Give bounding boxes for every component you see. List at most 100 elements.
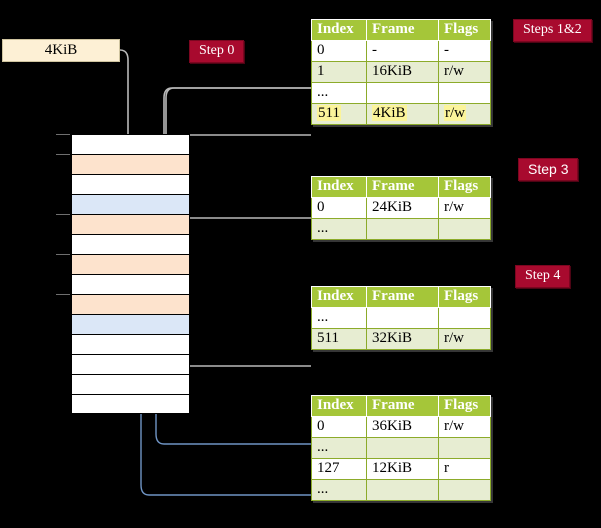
column-header-flags: Flags [438,286,491,308]
column-header-index: Index [311,395,367,417]
cell-frame [366,218,439,240]
memory-row-8 [56,294,190,314]
column-header-frame: Frame [366,176,439,198]
table-row: 0-- [311,40,491,62]
badge-step-4: Step 4 [515,265,571,289]
column-header-frame: Frame [366,19,439,41]
table-row: ... [311,82,491,104]
column-header-frame: Frame [366,286,439,308]
cell-index: ... [311,437,367,459]
memory-row-4 [56,214,190,234]
cell-flags [438,307,491,329]
table-row: ... [311,437,491,459]
cell-frame: 24KiB [366,197,439,219]
cell-index: 511 [311,328,367,350]
memory-row-tick [56,214,70,215]
cell-flags: r [438,458,491,480]
memory-row-tick [56,154,70,155]
table-row: ... [311,218,491,240]
cell-frame: 4KiB [366,103,439,125]
column-header-flags: Flags [438,176,491,198]
column-header-flags: Flags [438,395,491,417]
badge-step-0: Step 0 [189,40,245,64]
cell-index: 127 [311,458,367,480]
cell-flags: r/w [438,416,491,438]
cell-index: ... [311,479,367,501]
memory-column [56,134,190,414]
cell-flags: r/w [438,103,491,125]
memory-row-5 [71,234,190,254]
memory-row-10 [71,334,190,354]
column-header-frame: Frame [366,395,439,417]
memory-row-7 [71,274,190,294]
badge-step-3: Step 3 [518,158,579,182]
connector-table1-row1 [164,87,311,151]
memory-row-tick [56,294,70,295]
cell-flags: r/w [438,61,491,83]
cell-flags: r/w [438,197,491,219]
source-block-4kib: 4KiB [2,39,120,62]
cell-frame: 36KiB [366,416,439,438]
memory-row-6 [56,254,190,274]
memory-row-1 [56,154,190,174]
table-row: ... [311,307,491,329]
table-row: 511 4KiB r/w [311,103,491,125]
highlighted-value: r/w [444,105,466,121]
cell-flags [438,479,491,501]
connector-leaf-row127 [134,207,311,496]
column-header-index: Index [311,176,367,198]
cell-frame: 16KiB [366,61,439,83]
memory-row-12 [71,374,190,394]
cell-index: ... [311,307,367,329]
cell-index: 0 [311,197,367,219]
cell-flags [438,82,491,104]
cell-frame: 12KiB [366,458,439,480]
memory-row-13 [71,394,190,414]
memory-row-tick [56,254,70,255]
memory-row-11 [71,354,190,374]
badge-steps-1-2: Steps 1&2 [513,19,592,43]
highlighted-value: 4KiB [372,105,407,121]
highlighted-value: 511 [317,105,341,121]
connector-step0 [119,49,135,151]
memory-row-3 [71,194,190,214]
column-header-flags: Flags [438,19,491,41]
cell-flags: - [438,40,491,62]
cell-frame [366,82,439,104]
memory-row-9 [71,314,190,334]
connector-step3 [172,217,311,267]
cell-frame [366,307,439,329]
cell-frame: - [366,40,439,62]
cell-frame [366,437,439,459]
table-row: ... [311,479,491,501]
memory-row-2 [71,174,190,194]
memory-row-0 [56,134,190,154]
cell-index: 0 [311,416,367,438]
cell-flags [438,218,491,240]
connector-leaf-row0 [149,333,311,445]
column-header-index: Index [311,19,367,41]
cell-index: 511 [311,103,367,125]
cell-frame: 32KiB [366,328,439,350]
cell-frame [366,479,439,501]
cell-index: 1 [311,61,367,83]
cell-index: 0 [311,40,367,62]
source-block-label: 4KiB [44,42,78,58]
cell-flags: r/w [438,328,491,350]
cell-flags [438,437,491,459]
memory-row-tick [56,134,70,135]
